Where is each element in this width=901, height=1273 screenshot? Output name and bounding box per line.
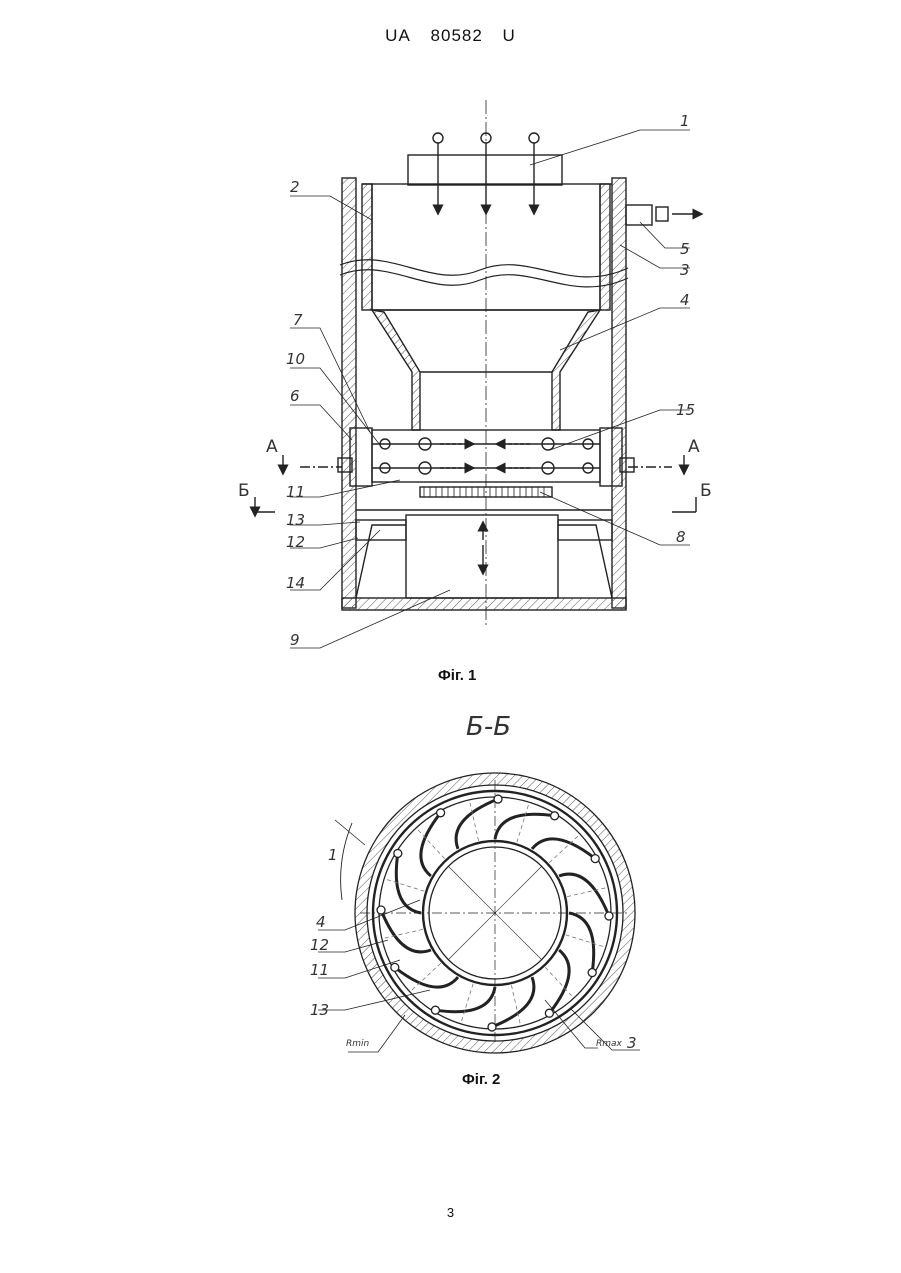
blade-pivot bbox=[488, 1023, 496, 1031]
fig2-label-1: 1 bbox=[328, 846, 338, 864]
blade-pivot bbox=[431, 1006, 439, 1014]
fig1-label-10: 10 bbox=[286, 350, 305, 368]
fig1-label-3: 3 bbox=[680, 261, 690, 279]
blade-pivot bbox=[591, 855, 599, 863]
fig1-label-12: 12 bbox=[286, 533, 305, 551]
fig2-label-12: 12 bbox=[310, 936, 329, 954]
fig1-label-5: 5 bbox=[680, 240, 690, 258]
figure-1-caption: Фіг. 1 bbox=[438, 667, 476, 684]
blade-pivot bbox=[551, 812, 559, 820]
blade-pivot bbox=[494, 795, 502, 803]
figure-2-caption: Фіг. 2 bbox=[462, 1071, 500, 1088]
blade-pivot bbox=[588, 969, 596, 977]
section-mark-b-right: Б bbox=[700, 481, 712, 501]
fig1-label-9: 9 bbox=[290, 631, 300, 649]
fig2-radius-rmin: Rmin bbox=[346, 1039, 370, 1049]
fig2-label-13: 13 bbox=[310, 1001, 329, 1019]
section-mark-b-left: Б bbox=[238, 481, 250, 501]
section-mark-a-left: А bbox=[266, 437, 278, 457]
fig1-label-14: 14 bbox=[286, 574, 305, 592]
blade-pivot bbox=[391, 963, 399, 971]
blade-pivot bbox=[377, 906, 385, 914]
figure-1-drawing bbox=[255, 100, 698, 648]
fig1-label-15: 15 bbox=[676, 401, 695, 419]
blade-pivot bbox=[605, 912, 613, 920]
blade-pivot bbox=[394, 849, 402, 857]
fig1-label-11: 11 bbox=[286, 483, 305, 501]
fig1-label-13: 13 bbox=[286, 511, 305, 529]
fig1-label-4: 4 bbox=[680, 291, 690, 309]
fig2-label-3: 3 bbox=[627, 1034, 637, 1052]
fig1-label-8: 8 bbox=[676, 528, 686, 546]
blade-pivot bbox=[545, 1009, 553, 1017]
section-mark-a-right: А bbox=[688, 437, 700, 457]
fig2-radius-rmax: Rmax bbox=[596, 1039, 623, 1049]
fig1-label-6: 6 bbox=[290, 387, 300, 405]
figure-2-drawing bbox=[318, 773, 640, 1053]
page-number: 3 bbox=[0, 1205, 901, 1220]
fig1-label-7: 7 bbox=[293, 311, 303, 329]
fig1-label-2: 2 bbox=[290, 178, 300, 196]
section-marks: А А Б Б bbox=[238, 437, 712, 501]
blade-pivot bbox=[437, 809, 445, 817]
fig2-label-11: 11 bbox=[310, 961, 329, 979]
fig1-label-1: 1 bbox=[680, 112, 690, 130]
section-title: Б-Б bbox=[466, 712, 511, 742]
fig2-label-4: 4 bbox=[316, 913, 326, 931]
